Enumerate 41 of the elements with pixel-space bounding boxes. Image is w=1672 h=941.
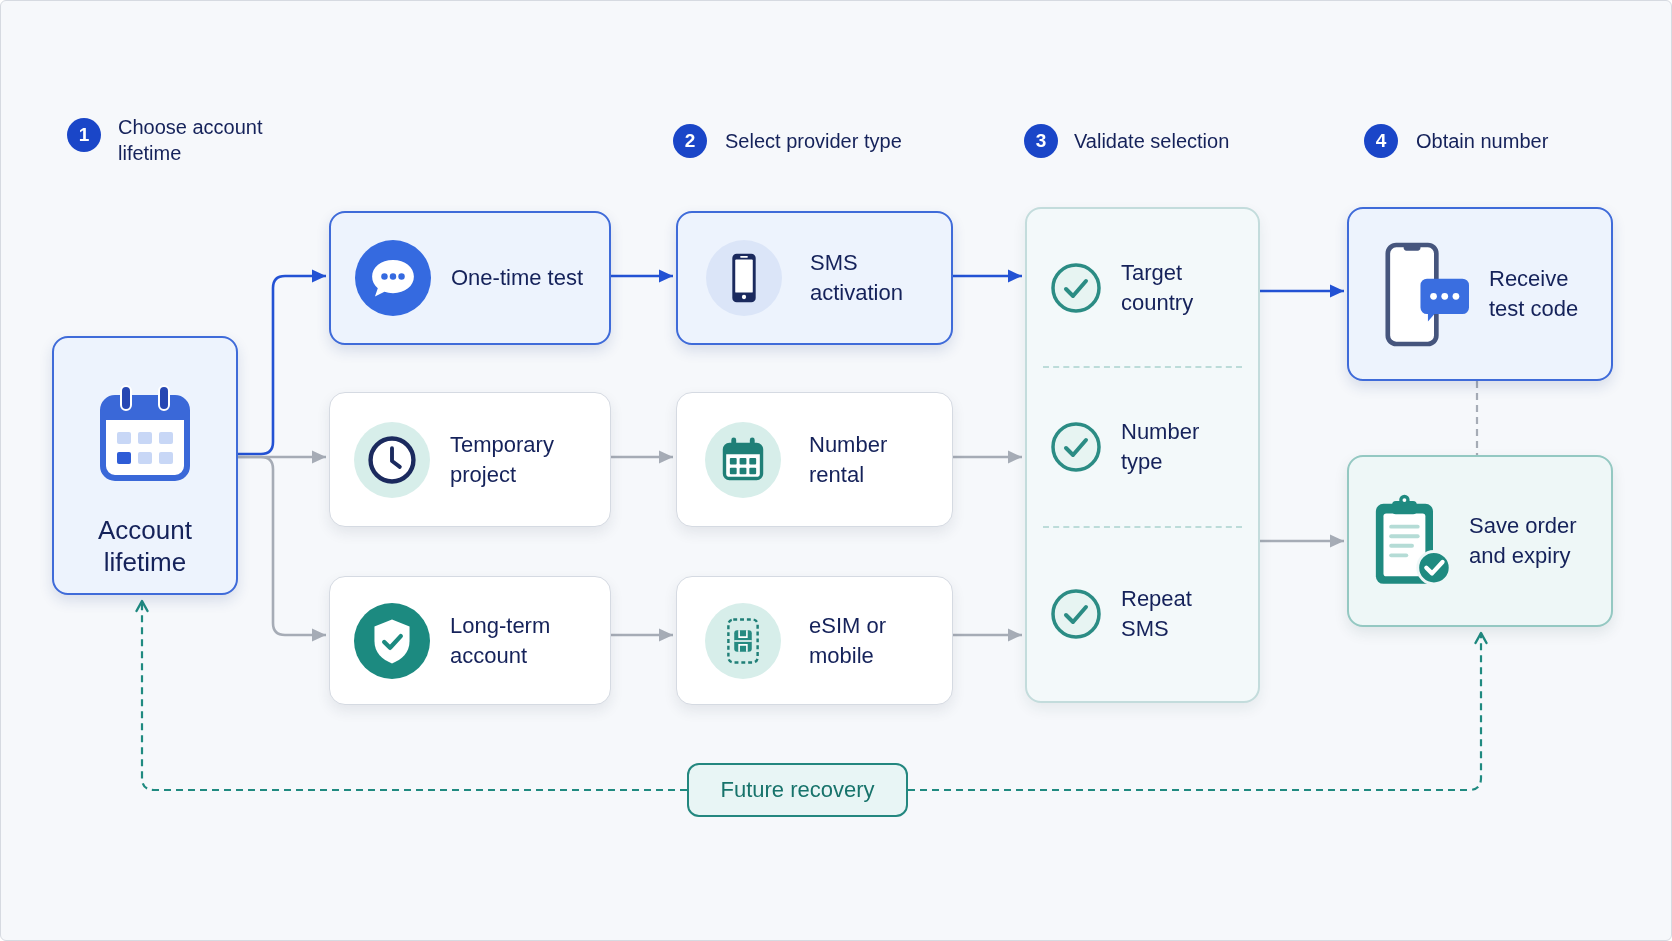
arrow	[611, 628, 673, 642]
process-card	[676, 211, 953, 345]
process-card	[676, 576, 953, 705]
node-label: Receive test code	[1489, 265, 1580, 323]
process-card	[52, 336, 238, 595]
arrow	[953, 628, 1022, 642]
step-title: Validate selection	[1074, 129, 1231, 154]
process-card	[676, 392, 953, 527]
validation-panel	[1025, 207, 1260, 703]
node-label: eSIM or mobile	[809, 611, 888, 670]
process-card	[687, 763, 908, 817]
dashed-arrow	[135, 599, 687, 792]
node-label: Number type	[1121, 418, 1201, 476]
node-label: Target country	[1121, 259, 1195, 317]
arrow	[238, 455, 326, 642]
arrow	[611, 269, 673, 283]
step-title: Select provider type	[725, 129, 903, 154]
process-card	[329, 392, 611, 527]
node-label: Temporary project	[450, 430, 555, 489]
node-label: Repeat SMS	[1121, 585, 1193, 643]
step-title: Obtain number	[1416, 129, 1550, 154]
arrow	[953, 450, 1022, 464]
arrow	[1260, 534, 1344, 548]
dashed-connector	[1475, 381, 1479, 455]
process-card	[1347, 207, 1613, 381]
process-card	[329, 576, 611, 705]
step-title: Choose account lifetime	[118, 115, 264, 166]
node-title: Account lifetime	[97, 514, 193, 578]
process-card	[1347, 455, 1613, 627]
node-label: Future recovery	[720, 776, 875, 804]
node-label: Long-term account	[450, 611, 552, 670]
arrow	[1260, 284, 1344, 298]
node-label: Save order and expiry	[1469, 512, 1578, 570]
node-label: One-time test	[451, 264, 585, 292]
node-label: Number rental	[809, 430, 889, 489]
arrow	[238, 269, 326, 456]
node-label: SMS activation	[810, 249, 904, 307]
arrow	[611, 450, 673, 464]
dashed-arrow	[908, 631, 1488, 792]
process-card	[329, 211, 611, 345]
arrow	[953, 269, 1022, 283]
